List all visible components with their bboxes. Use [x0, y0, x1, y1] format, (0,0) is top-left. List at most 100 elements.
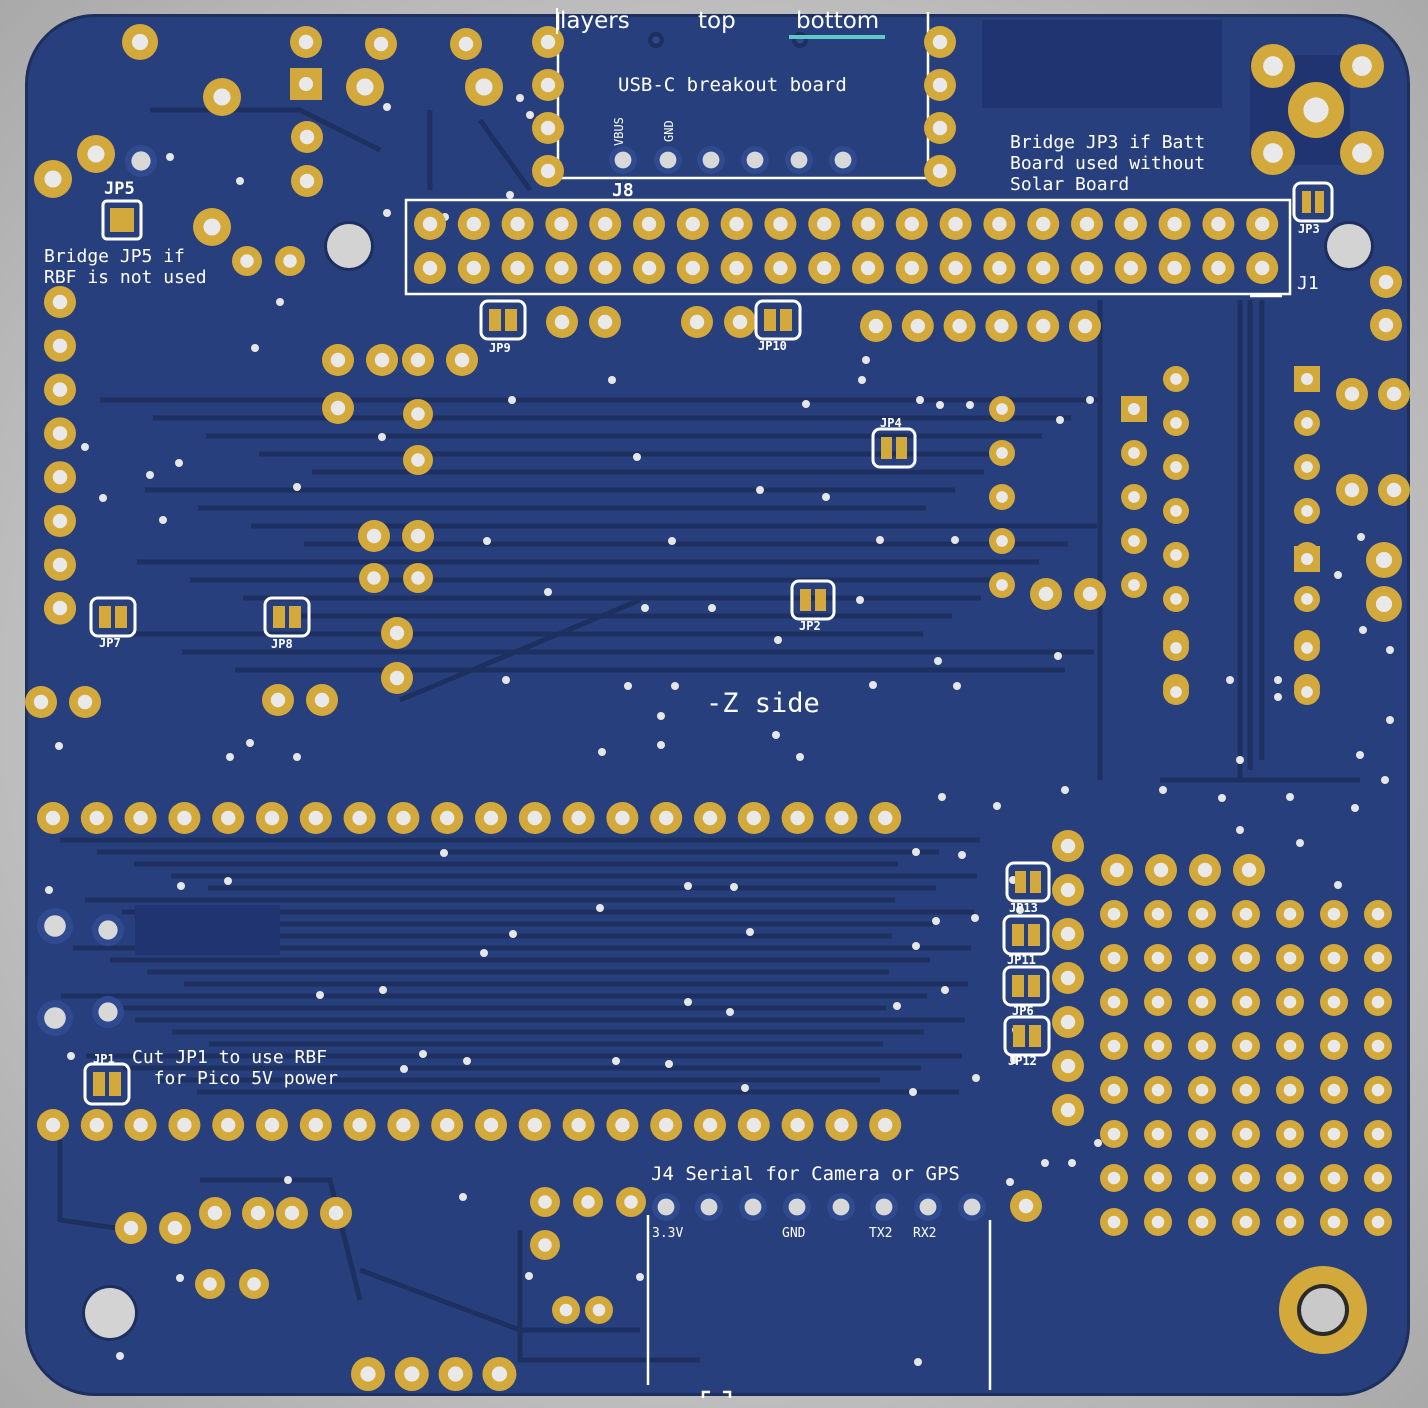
jumper-outline: [1003, 1015, 1051, 1057]
via: [383, 103, 391, 111]
via: [708, 604, 716, 612]
pad-drill: [1151, 1127, 1165, 1141]
pad-drill: [352, 810, 367, 826]
pad-drill: [373, 36, 389, 52]
via: [772, 731, 780, 739]
pad-drill: [299, 129, 315, 145]
pad-drill: [1239, 951, 1253, 965]
pad-drill: [527, 810, 542, 826]
jp10-label: JP10: [758, 339, 787, 353]
j4-pin-3v3: 3.3V: [652, 1226, 684, 1241]
jumper-pad-left: [93, 1072, 105, 1096]
via: [657, 712, 665, 720]
pad-drill: [540, 120, 556, 136]
pad-drill: [330, 400, 346, 416]
pad-drill: [366, 528, 382, 544]
jp6-label: JP6: [1012, 1004, 1034, 1018]
pad-drill: [1283, 1127, 1297, 1141]
jp2-label: JP2: [799, 619, 821, 633]
via: [1218, 794, 1226, 802]
pad-drill: [948, 260, 963, 276]
pad-drill: [1123, 260, 1139, 276]
tab-top[interactable]: top: [698, 8, 736, 34]
gray-pad-drill: [614, 151, 632, 169]
pad-drill: [1170, 686, 1182, 698]
gray-pad-drill: [788, 1198, 806, 1216]
pad-drill: [411, 571, 425, 585]
jp5-label: JP5: [104, 179, 135, 199]
jumpers: [83, 181, 1334, 1106]
via: [316, 991, 324, 999]
pad-drill: [1153, 862, 1169, 878]
pad-drill: [910, 318, 925, 334]
via: [774, 636, 782, 644]
pad-drill: [1327, 951, 1341, 965]
pad-drill: [203, 218, 221, 236]
via: [276, 298, 284, 306]
pad-drill: [510, 216, 525, 232]
via: [746, 928, 754, 936]
via: [236, 177, 244, 185]
via: [383, 209, 391, 217]
via: [971, 914, 979, 922]
pad-drill: [466, 260, 481, 276]
pad-drill: [1301, 553, 1313, 565]
pad-drill: [554, 314, 570, 330]
via: [668, 537, 676, 545]
pad-drill: [45, 1117, 61, 1133]
pad-drill: [89, 1117, 105, 1133]
pad-drill: [1211, 216, 1226, 232]
via: [1054, 652, 1062, 660]
pad-drill: [1170, 642, 1182, 654]
pad-drill: [44, 170, 62, 188]
jumper-outline: [263, 596, 311, 638]
pad-drill: [167, 1220, 183, 1236]
pad-drill: [389, 625, 405, 641]
pad-drill: [540, 163, 556, 179]
via: [226, 753, 234, 761]
via: [608, 376, 616, 384]
via: [858, 376, 866, 384]
jumper-pad-right: [109, 1072, 121, 1096]
pad-drill: [87, 145, 105, 163]
pad-drill: [559, 1303, 573, 1317]
jumper-pad-right: [1030, 871, 1041, 893]
pad-drill: [1344, 386, 1360, 402]
pad-drill: [203, 1277, 217, 1291]
pad-drill: [732, 314, 748, 330]
bottom-center-marker: [701, 1390, 732, 1398]
pad-drill: [1239, 1127, 1253, 1141]
pad-drill: [221, 810, 236, 826]
pad-drill: [952, 318, 967, 334]
jumper-pad-left: [1012, 924, 1024, 946]
pad-drill: [652, 36, 660, 44]
pad-drill: [540, 77, 556, 93]
via: [741, 1084, 749, 1092]
pad-drill: [1371, 951, 1385, 965]
via: [1006, 1178, 1014, 1186]
via: [379, 986, 387, 994]
pad-drill: [1167, 260, 1182, 276]
pad-drill: [1344, 482, 1360, 498]
via: [1286, 793, 1294, 801]
via: [1351, 804, 1359, 812]
copper-pour-top-right: [982, 20, 1222, 108]
pad-drill: [1195, 1215, 1209, 1229]
pad-drill: [466, 216, 481, 232]
via: [440, 849, 448, 857]
tab-bottom[interactable]: bottom: [796, 8, 880, 34]
pad-drill: [483, 1117, 499, 1133]
jumper-outline: [1002, 965, 1050, 1007]
gray-pad-drill: [834, 151, 852, 169]
via: [914, 1358, 922, 1366]
pad-drill: [1195, 995, 1209, 1009]
pad-drill: [878, 810, 893, 826]
pad-drill: [1151, 1039, 1165, 1053]
pad-drill: [330, 352, 346, 368]
jumper-pad-right: [1315, 191, 1324, 213]
pad-drill: [702, 1117, 718, 1133]
pad-drill: [447, 1366, 464, 1382]
via: [856, 596, 864, 604]
gray-pad-drill: [919, 1198, 937, 1216]
jp3-note: Bridge JP3 if Batt Board used without So…: [1010, 132, 1206, 195]
